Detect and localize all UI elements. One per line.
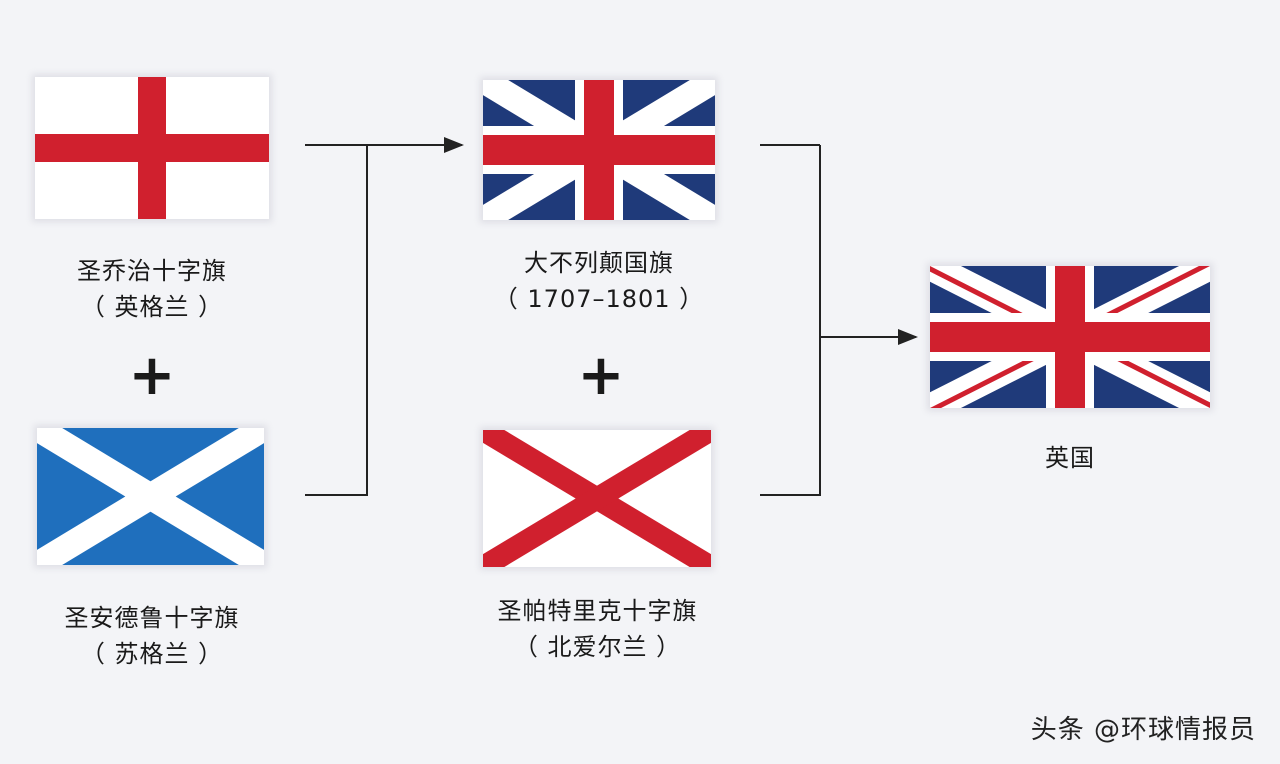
watermark: 头条 @环球情报员 [1030, 715, 1256, 745]
st-andrew-subtitle: （ 苏格兰 ） [80, 640, 224, 668]
st-george-title: 圣乔治十字旗 [77, 257, 227, 285]
st-andrew-label: 圣安德鲁十字旗 （ 苏格兰 ） [20, 600, 284, 672]
united-kingdom-label: 英国 [990, 440, 1150, 476]
plus-sign-left: + [128, 343, 176, 408]
great-britain-flag [483, 80, 715, 220]
great-britain-title: 大不列颠国旗 [524, 249, 674, 277]
connector-scotland [305, 145, 368, 496]
connector-ireland [760, 145, 821, 496]
plus-sign-middle: + [577, 343, 625, 408]
st-andrew-title: 圣安德鲁十字旗 [64, 604, 240, 632]
st-patrick-saltire-flag [483, 430, 711, 567]
st-patrick-subtitle: （ 北爱尔兰 ） [513, 633, 682, 661]
great-britain-label: 大不列颠国旗 （ 1707–1801 ） [470, 245, 728, 317]
st-george-subtitle: （ 英格兰 ） [80, 293, 224, 321]
st-patrick-title: 圣帕特里克十字旗 [497, 597, 698, 625]
united-kingdom-title: 英国 [1045, 444, 1095, 472]
st-george-label: 圣乔治十字旗 （ 英格兰 ） [35, 253, 269, 325]
st-andrew-saltire-flag [37, 428, 264, 565]
great-britain-subtitle: （ 1707–1801 ） [493, 285, 705, 313]
st-george-cross-flag [35, 77, 269, 219]
united-kingdom-flag [930, 266, 1210, 408]
st-patrick-label: 圣帕特里克十字旗 （ 北爱尔兰 ） [455, 593, 740, 665]
